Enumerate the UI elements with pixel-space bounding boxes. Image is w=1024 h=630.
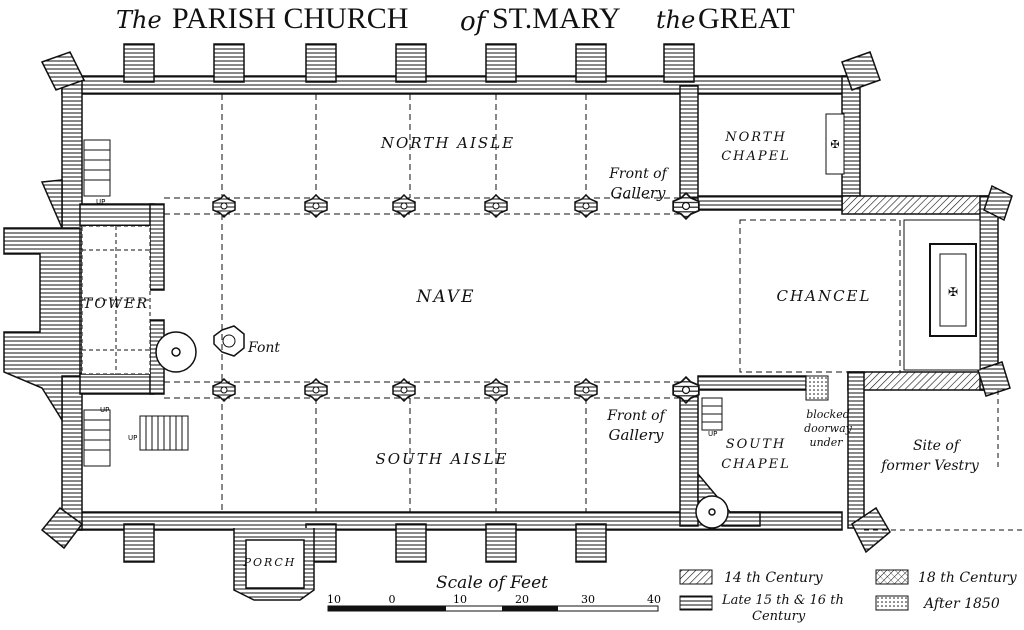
porch-label: PORCH bbox=[243, 556, 297, 569]
room-labels: NORTH AISLE SOUTH AISLE NAVE TOWER CHANC… bbox=[83, 130, 872, 569]
title-part2: ST.MARY bbox=[492, 2, 621, 35]
gallery-north-line2: Gallery bbox=[610, 184, 666, 202]
scale-tick-2: 10 bbox=[453, 593, 467, 606]
gallery-south-line2: Gallery bbox=[608, 426, 664, 444]
scale-bar: Scale of Feet 10 0 10 20 30 40 bbox=[327, 573, 661, 612]
vestry-line1: Site of bbox=[913, 438, 962, 454]
nave-label: NAVE bbox=[416, 287, 476, 307]
legend-swatch-14th bbox=[679, 569, 713, 585]
scale-tick-1: 0 bbox=[389, 593, 396, 606]
arcades bbox=[164, 93, 901, 512]
blocked-line3: under bbox=[810, 436, 844, 449]
vestry-line2: former Vestry bbox=[880, 458, 980, 474]
title-connector: of bbox=[460, 7, 490, 37]
legend-swatch-18th bbox=[875, 569, 909, 585]
title-article: the bbox=[656, 6, 695, 34]
north-chapel-label-2: CHAPEL bbox=[721, 149, 791, 164]
chancel-label: CHANCEL bbox=[777, 287, 872, 305]
south-chapel-label-1: SOUTH bbox=[726, 437, 787, 452]
svg-text:✠: ✠ bbox=[830, 138, 839, 151]
south-chapel-label-2: CHAPEL bbox=[721, 457, 791, 472]
north-aisle-label: NORTH AISLE bbox=[380, 134, 515, 152]
annotations: Front of Gallery Front of Gallery blocke… bbox=[96, 166, 980, 474]
gallery-north-line1: Front of bbox=[608, 166, 669, 182]
svg-text:✠: ✠ bbox=[948, 285, 958, 299]
plan-title: The PARISH CHURCH of ST.MARY the GREAT bbox=[116, 2, 795, 37]
legend-label-late15th: Late 15 th & 16 th bbox=[721, 593, 844, 608]
walls bbox=[61, 75, 1001, 531]
up-marker-3: UP bbox=[128, 434, 137, 442]
legend-label-1850: After 1850 bbox=[922, 596, 1000, 612]
east-rooms bbox=[233, 375, 1022, 601]
legend-label-century: Century bbox=[752, 609, 806, 624]
title-part3: GREAT bbox=[698, 2, 795, 35]
tower-label: TOWER bbox=[83, 296, 149, 312]
tower bbox=[3, 139, 245, 467]
scale-tick-3: 20 bbox=[515, 593, 529, 606]
gallery-south-line1: Front of bbox=[606, 408, 667, 424]
legend-swatch-1850 bbox=[875, 595, 909, 611]
south-aisle-label: SOUTH AISLE bbox=[375, 450, 508, 468]
scale-title: Scale of Feet bbox=[436, 573, 548, 593]
scale-tick-0: 10 bbox=[327, 593, 341, 606]
north-chapel-label-1: NORTH bbox=[724, 130, 787, 145]
blocked-line1: blocked bbox=[806, 408, 850, 421]
up-marker-1: UP bbox=[96, 198, 105, 206]
font-label: Font bbox=[247, 340, 280, 356]
up-marker-2: UP bbox=[100, 406, 109, 414]
title-prefix: The bbox=[116, 6, 162, 34]
altars: ✠ ✠ bbox=[825, 113, 981, 371]
legend-label-18th: 18 th Century bbox=[918, 570, 1018, 586]
buttresses bbox=[40, 43, 1013, 563]
legend: 14 th Century Late 15 th & 16 th Century… bbox=[679, 569, 1018, 624]
scale-tick-4: 30 bbox=[581, 593, 595, 606]
legend-label-14th: 14 th Century bbox=[724, 570, 824, 586]
scale-tick-5: 40 bbox=[647, 593, 661, 606]
blocked-line2: doorway bbox=[804, 422, 853, 435]
up-marker-4: UP bbox=[708, 430, 717, 438]
legend-swatch-late15th bbox=[679, 595, 713, 611]
title-part1: PARISH CHURCH bbox=[172, 2, 408, 35]
